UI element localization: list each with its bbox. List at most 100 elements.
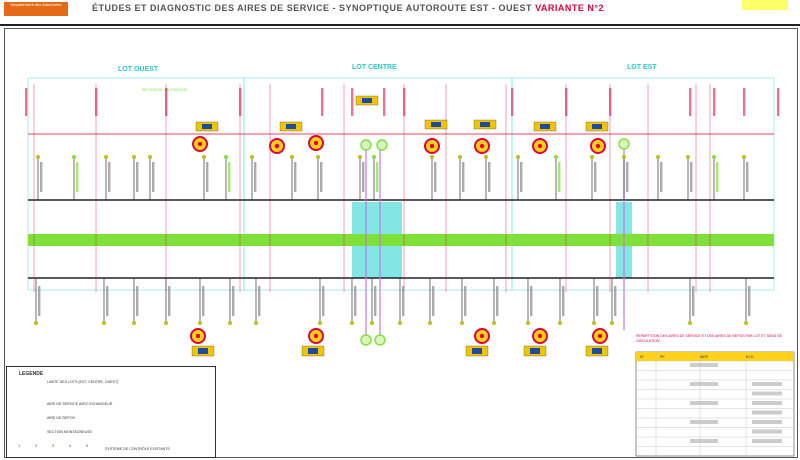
north-pk-label-21 (716, 162, 719, 192)
north-rest-icon-16 (554, 155, 558, 159)
north-rest-icon-0 (36, 155, 40, 159)
table-cell-b-5 (752, 410, 782, 415)
north-pk-label-10 (362, 162, 365, 192)
south-pk-label-17 (614, 286, 617, 316)
sheet-title-main: ÉTUDES ET DIAGNOSTIC DES AIRES DE SERVIC… (92, 3, 533, 13)
boundary-pk-label-8 (511, 88, 514, 116)
recap-table-grid (636, 352, 794, 456)
north-rest-icon-2 (104, 155, 108, 159)
south-pk-label-5 (232, 286, 235, 316)
north-pk-label-16 (558, 162, 561, 192)
north-rest-icon-4 (148, 155, 152, 159)
recap-table-head-row: N° PK AIRE ECH (636, 353, 794, 361)
north-rest-icon-17 (590, 155, 594, 159)
north-rest-icon-20 (686, 155, 690, 159)
drawing-frame (4, 28, 798, 458)
control-marker-4 (374, 334, 386, 346)
south-rest-icon-0 (34, 321, 38, 325)
south-rest-icon-8 (350, 321, 354, 325)
wilaya-tag-flag-2 (362, 98, 372, 103)
legend-circle-labels: 1 2 3 4 5 (18, 438, 88, 452)
south-pk-label-10 (402, 286, 405, 316)
section-note: SECTION DE L'AUTOROUTE (142, 88, 188, 92)
north-pk-label-0 (40, 162, 43, 192)
north-rest-icon-1 (72, 155, 76, 159)
boundary-pk-label-5 (351, 88, 354, 116)
sheet-title-variant: VARIANTE N°2 (535, 3, 605, 13)
lot-est-label: LOT EST (627, 64, 657, 71)
wilaya-tag-flag-1 (286, 124, 296, 129)
wilaya-tag-bottom-flag-2 (472, 348, 482, 354)
boundary-pk-label-0 (25, 88, 28, 116)
south-rest-icon-1 (102, 321, 106, 325)
south-rest-icon-11 (428, 321, 432, 325)
wilaya-tag-bottom-flag-0 (198, 348, 208, 354)
legend-item-lot-limit: LIMITE DES LOTS (EST, CENTRE, OUEST) (47, 380, 119, 384)
north-pk-label-9 (320, 162, 323, 192)
legend-item-service: AIRE DE SERVICE AVEC ECHANGEUR (47, 402, 113, 406)
service-area-marker-core-9 (479, 333, 485, 339)
table-cell-b-2 (752, 382, 782, 386)
south-rest-icon-6 (254, 321, 258, 325)
boundary-pk-label-10 (609, 88, 612, 116)
south-pk-label-15 (562, 286, 565, 316)
north-pk-label-3 (136, 162, 139, 192)
north-pk-label-13 (462, 162, 465, 192)
north-rest-icon-18 (622, 155, 626, 159)
north-rest-icon-12 (430, 155, 434, 159)
table-cell-b-4 (752, 401, 782, 405)
wilaya-tag-bottom-flag-4 (592, 348, 602, 354)
north-rest-icon-10 (358, 155, 362, 159)
service-area-marker-core-1 (274, 143, 280, 149)
revision-box (742, 0, 788, 10)
logo: Département des Autoroutes (4, 2, 68, 16)
boundary-pk-label-14 (777, 88, 780, 116)
north-rest-icon-11 (372, 155, 376, 159)
south-pk-label-16 (596, 286, 599, 316)
north-rest-areas (36, 155, 749, 200)
south-pk-label-2 (136, 286, 139, 316)
north-pk-label-4 (152, 162, 155, 192)
north-rest-icon-19 (656, 155, 660, 159)
south-pk-label-11 (432, 286, 435, 316)
recap-col-1: N° (640, 355, 644, 359)
boundary-pk-label-1 (95, 88, 98, 116)
north-pk-label-8 (294, 162, 297, 192)
legend-circle-5: 5 (86, 443, 89, 448)
south-rest-icon-13 (492, 321, 496, 325)
table-cell-8 (690, 439, 718, 443)
north-pk-label-5 (206, 162, 209, 192)
section-boundaries (33, 84, 711, 292)
table-cell-2 (690, 382, 718, 386)
legend-circle-3: 3 (52, 443, 55, 448)
legend-item-mountain: SECTION MONTAGNEUSE (47, 430, 92, 434)
table-cell-b-6 (752, 420, 782, 424)
south-pk-label-19 (748, 286, 751, 316)
control-marker-0 (360, 139, 372, 151)
table-cell-b-7 (752, 429, 782, 434)
south-pk-label-18 (692, 286, 695, 316)
service-area-marker-core-0 (197, 141, 203, 147)
south-pk-label-4 (202, 286, 205, 316)
north-rest-icon-15 (516, 155, 520, 159)
north-rest-icon-6 (224, 155, 228, 159)
boundary-pk-label-13 (743, 88, 746, 116)
legend-title: LEGENDE (19, 371, 44, 377)
south-pk-label-0 (38, 286, 41, 316)
recap-col-2: PK (660, 355, 665, 359)
north-pk-label-20 (690, 162, 693, 192)
wilaya-tag-flag-3 (431, 122, 441, 127)
boundary-pk-label-6 (383, 88, 386, 116)
north-rest-icon-21 (712, 155, 716, 159)
boundary-pk-label-3 (239, 88, 242, 116)
north-rest-icon-5 (202, 155, 206, 159)
north-rest-icon-9 (316, 155, 320, 159)
south-rest-icon-3 (164, 321, 168, 325)
boundary-pk-label-11 (689, 88, 692, 116)
recap-table (635, 351, 795, 457)
north-pk-label-22 (746, 162, 749, 192)
table-cell-0 (690, 363, 718, 367)
south-rest-icon-10 (398, 321, 402, 325)
table-cell-4 (690, 401, 718, 405)
